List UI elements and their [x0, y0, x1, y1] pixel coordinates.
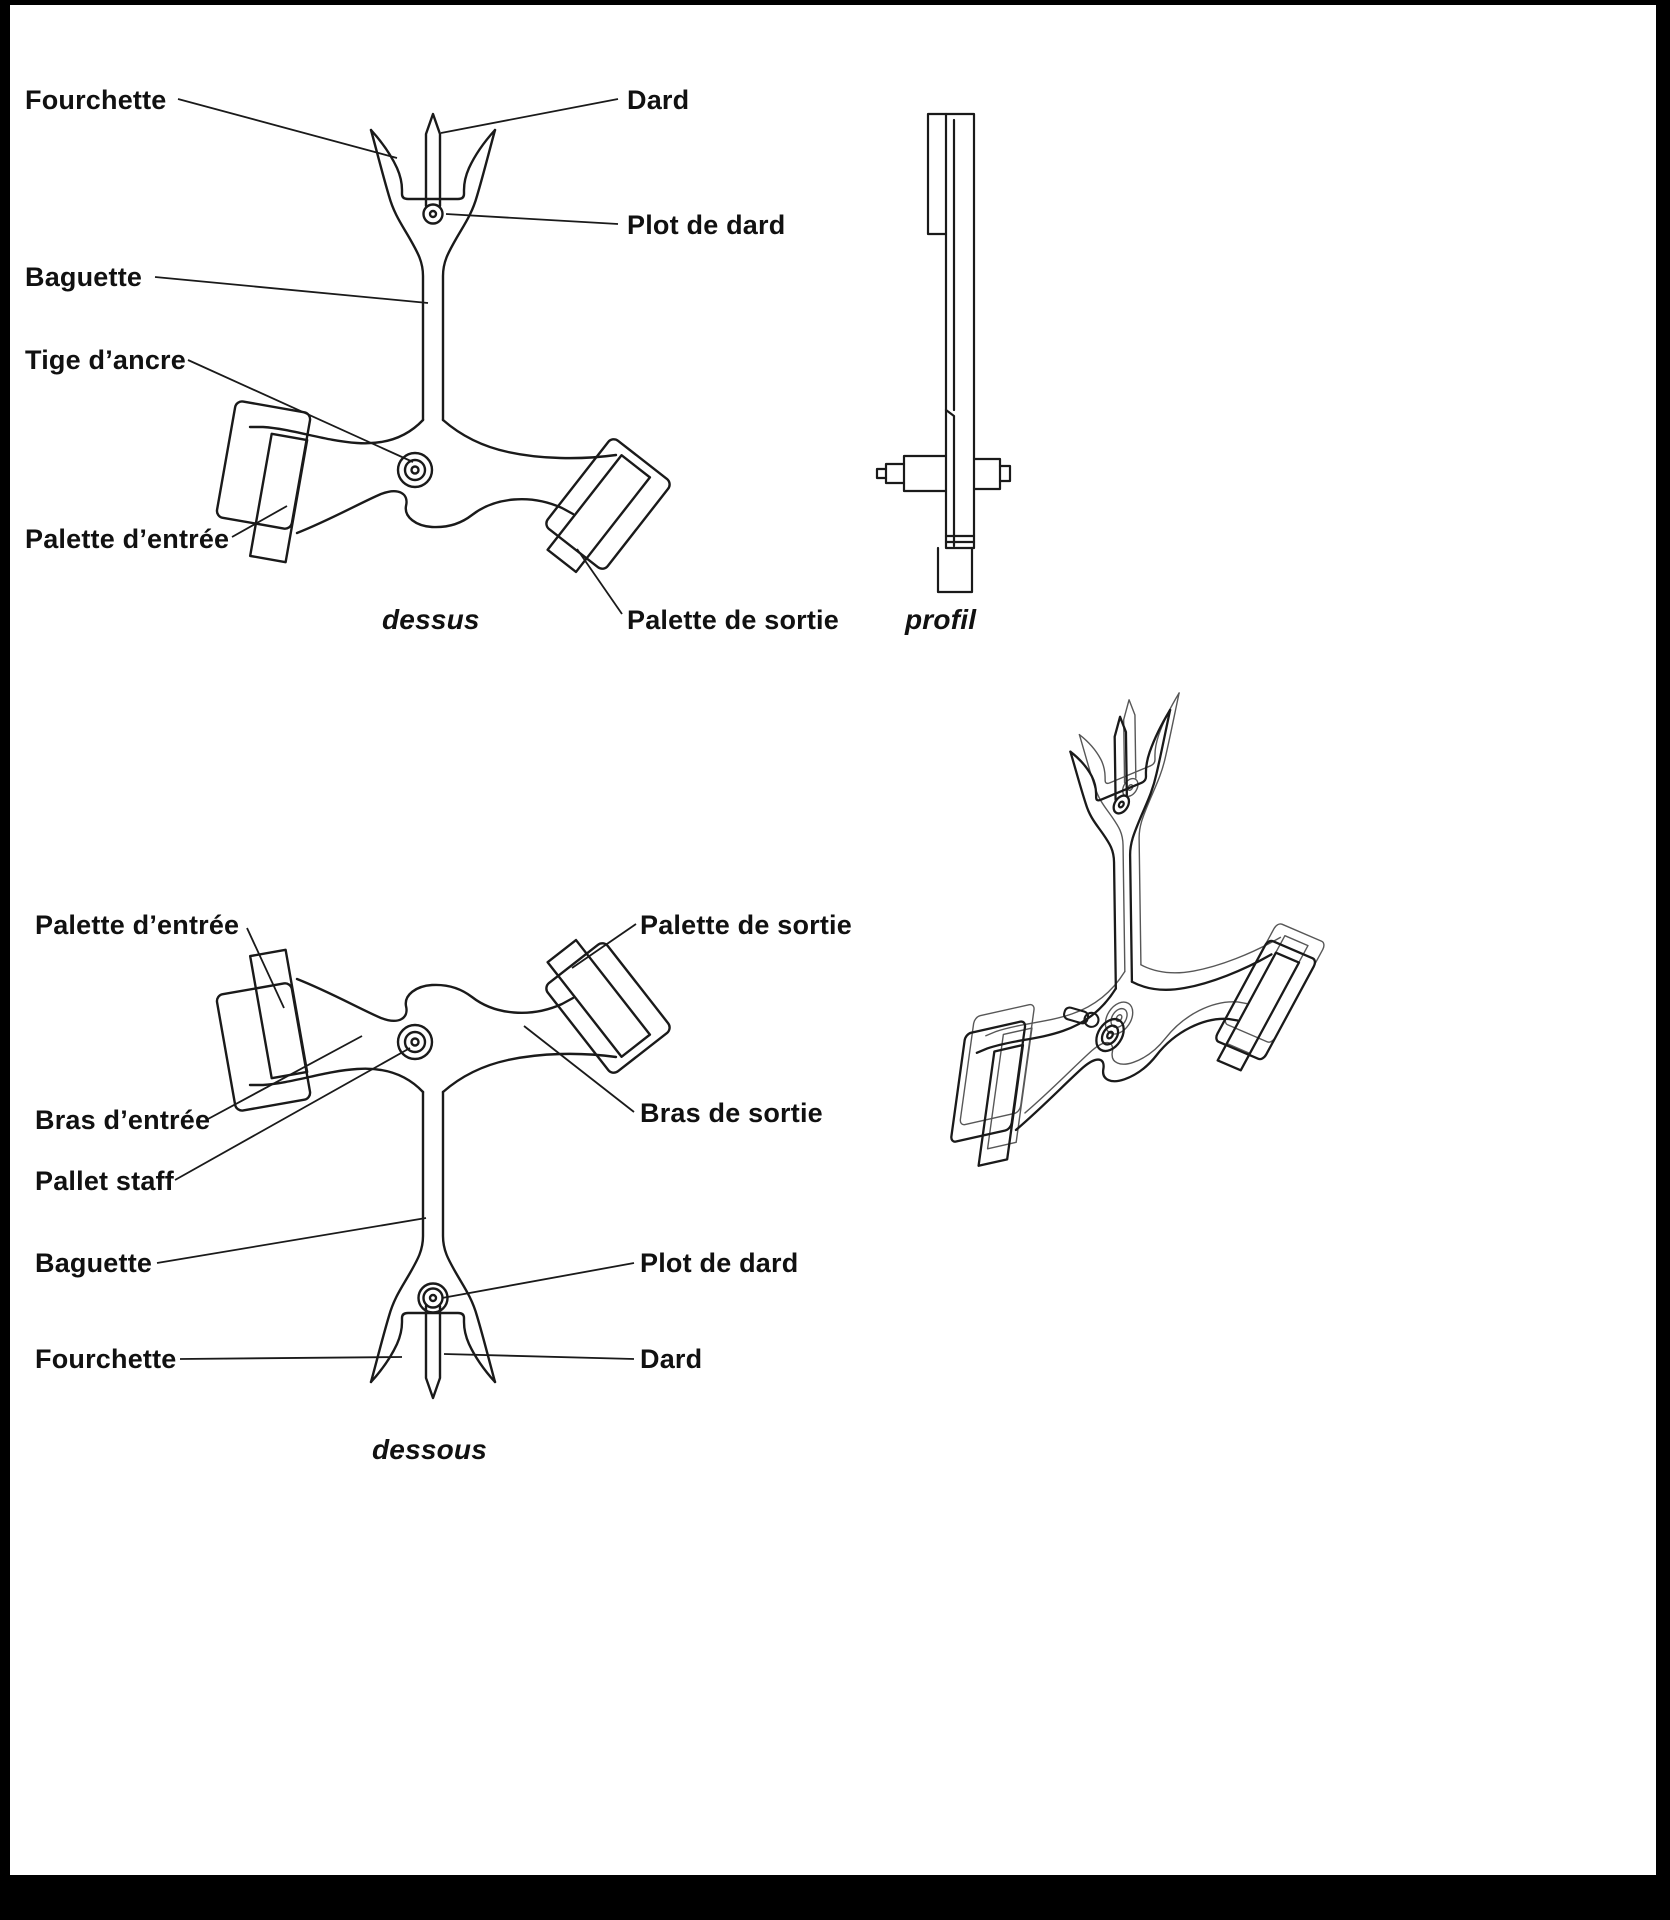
caption-dessus: dessus [382, 604, 480, 635]
perspective-drawing [944, 618, 1328, 1193]
leader-lines [154, 98, 637, 1360]
label-palette-entree-top: Palette d’entrée [25, 524, 230, 554]
label-plot-de-dard-bottom: Plot de dard [640, 1248, 799, 1278]
label-bras-dentree: Bras d’entrée [35, 1105, 211, 1135]
label-palette-sortie-bottom: Palette de sortie [640, 910, 852, 940]
label-baguette-bottom: Baguette [35, 1248, 153, 1278]
label-fourchette-bottom: Fourchette [35, 1344, 177, 1374]
diagram-page [10, 5, 1656, 1875]
dessus-drawing [214, 112, 674, 574]
label-plot-de-dard-top: Plot de dard [627, 210, 786, 240]
label-palette-sortie-top: Palette de sortie [627, 605, 839, 635]
label-bras-de-sortie: Bras de sortie [640, 1098, 823, 1128]
dessous-drawing [214, 938, 674, 1400]
label-dard-top: Dard [627, 85, 690, 115]
caption-profil: profil [905, 604, 977, 635]
label-baguette-top: Baguette [25, 262, 143, 292]
caption-dessous: dessous [372, 1434, 487, 1465]
label-palette-entree-bottom: Palette d’entrée [35, 910, 240, 940]
profil-drawing [875, 112, 1012, 594]
label-pallet-staff: Pallet staff [35, 1166, 174, 1196]
label-tige-dancre: Tige d’ancre [25, 345, 186, 375]
label-fourchette-top: Fourchette [25, 85, 167, 115]
label-dard-bottom: Dard [640, 1344, 703, 1374]
